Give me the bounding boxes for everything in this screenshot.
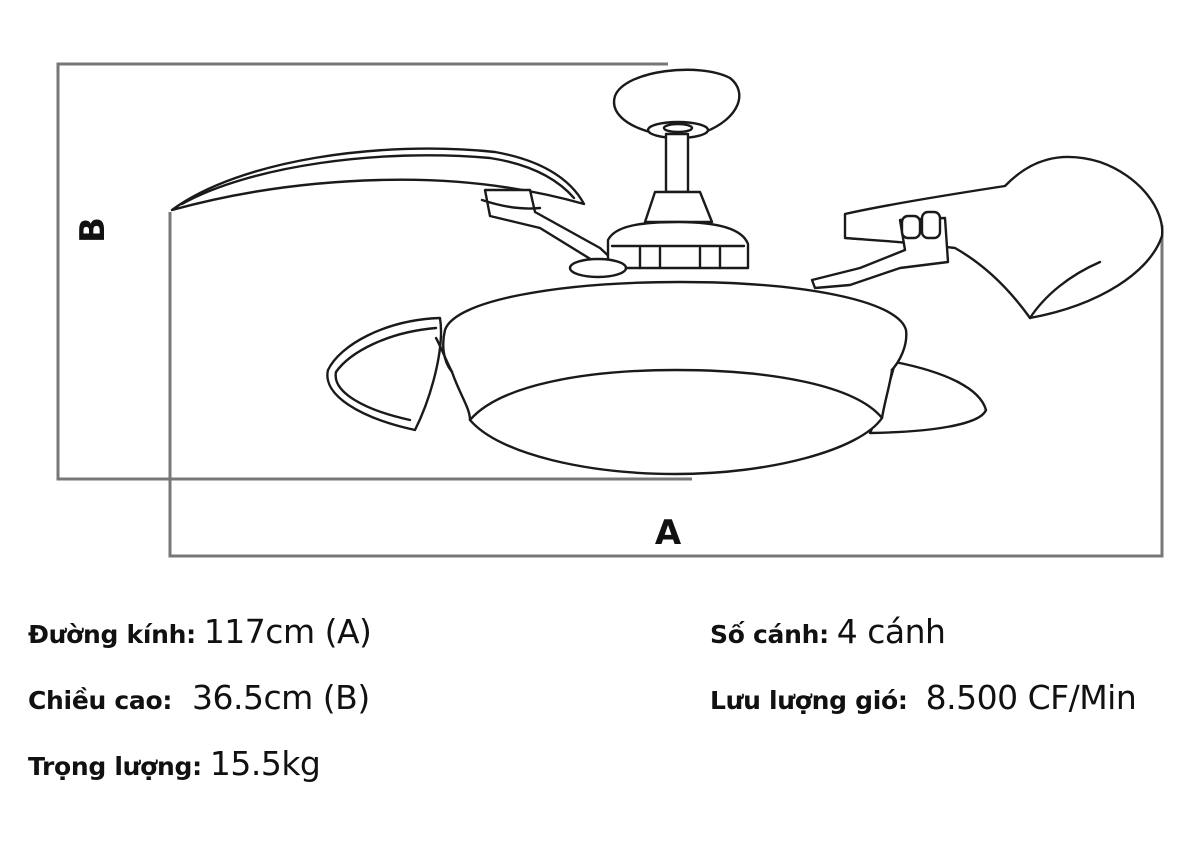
dimension-label-a: A xyxy=(655,513,682,553)
spec-diameter-value: 117cm (A) xyxy=(203,612,372,651)
arm-left xyxy=(483,188,617,270)
blade-right xyxy=(843,155,1164,320)
spec-blades-value: 4 cánh xyxy=(836,612,946,651)
spec-height: Chiều cao: 36.5cm (B) xyxy=(28,678,370,721)
fan-illustration xyxy=(170,68,1164,476)
light-bowl xyxy=(450,368,894,476)
spec-airflow-label: Lưu lượng gió: xyxy=(710,686,908,715)
spec-airflow-value: 8.500 CF/Min xyxy=(925,678,1137,717)
spec-weight-value: 15.5kg xyxy=(209,744,321,783)
spec-height-value: 36.5cm (B) xyxy=(192,678,370,717)
spec-weight: Trọng lượng:15.5kg xyxy=(28,744,321,787)
spec-weight-label: Trọng lượng: xyxy=(28,752,202,781)
canopy xyxy=(612,68,741,134)
spec-airflow: Lưu lượng gió: 8.500 CF/Min xyxy=(710,678,1137,721)
dimension-frame-b xyxy=(56,62,692,481)
dimension-frame-a xyxy=(168,212,1164,558)
ceiling-fan-diagram: B A xyxy=(56,62,1164,558)
spec-diameter-label: Đường kính: xyxy=(28,620,196,649)
spec-diameter: Đường kính:117cm (A) xyxy=(28,612,372,655)
dimension-label-b: B xyxy=(73,217,113,243)
spec-blades-label: Số cánh: xyxy=(710,620,829,649)
spec-blades: Số cánh:4 cánh xyxy=(710,612,946,655)
downrod xyxy=(664,132,690,194)
spec-height-label: Chiều cao: xyxy=(28,686,173,715)
blade-upper-left xyxy=(170,147,586,212)
